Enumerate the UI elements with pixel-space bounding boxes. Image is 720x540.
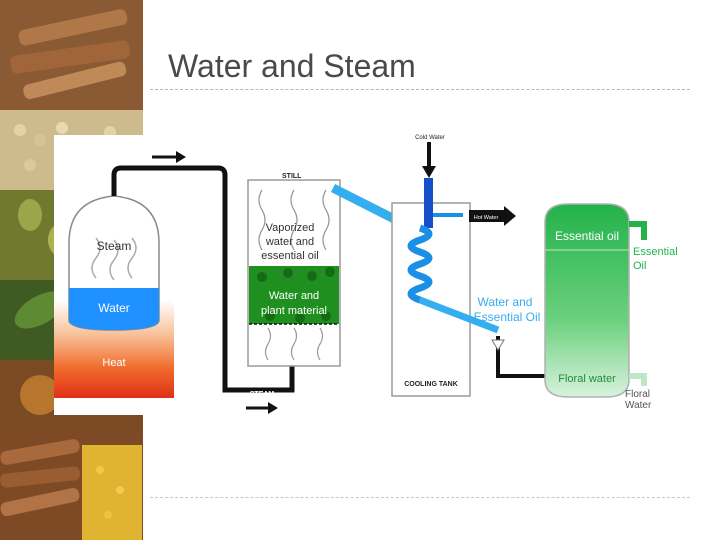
arrow-down-icon	[422, 142, 436, 178]
footer-divider	[150, 497, 690, 498]
arrow-right-icon	[152, 151, 186, 163]
separator-oil-label: Essential oil	[555, 229, 619, 243]
arrow-right-icon	[246, 402, 278, 414]
title-divider	[150, 89, 690, 90]
separator-water-label: Floral water	[558, 373, 616, 385]
outlet-water-line1: Floral	[625, 389, 650, 400]
hot-water-label: Hot Water	[474, 215, 499, 221]
outlet-oil-line2: Oil	[633, 260, 646, 272]
still-vapor-line2: water and	[265, 236, 314, 248]
still-plant-line1: Water and	[269, 290, 319, 302]
still-vapor-line1: Vaporized	[266, 222, 315, 234]
still-plant-line2: plant material	[261, 305, 327, 317]
still-title: STILL	[282, 173, 302, 180]
arrow-right-icon	[469, 206, 516, 226]
steam-pipe-label-bottom: STEAM	[250, 391, 275, 398]
cooling-tank: COOLING TANK	[391, 178, 545, 397]
separator: Essential oil Floral water	[544, 203, 647, 398]
slide-title: Water and Steam	[168, 48, 416, 84]
boiler-water-label: Water	[98, 301, 130, 315]
condenser-output-line2: Essential Oil	[474, 310, 541, 324]
cold-water-label: Cold Water	[415, 135, 445, 141]
still: STILL Vaporized water and essential oil …	[247, 173, 341, 367]
still-vapor-line3: essential oil	[261, 250, 318, 262]
boiler: Steam Water	[68, 195, 160, 331]
cooling-tank-label: COOLING TANK	[404, 381, 458, 388]
outlet-oil-line1: Essential	[633, 246, 678, 258]
boiler-steam-label: Steam	[97, 239, 132, 253]
steam-pipe	[111, 165, 295, 393]
steam-pipe-label-top: STEAM	[156, 171, 181, 178]
condenser-output-line1: Water and	[478, 295, 533, 309]
boiler-heat-label: Heat	[102, 357, 125, 369]
outlet-water-line2: Water	[625, 400, 652, 411]
